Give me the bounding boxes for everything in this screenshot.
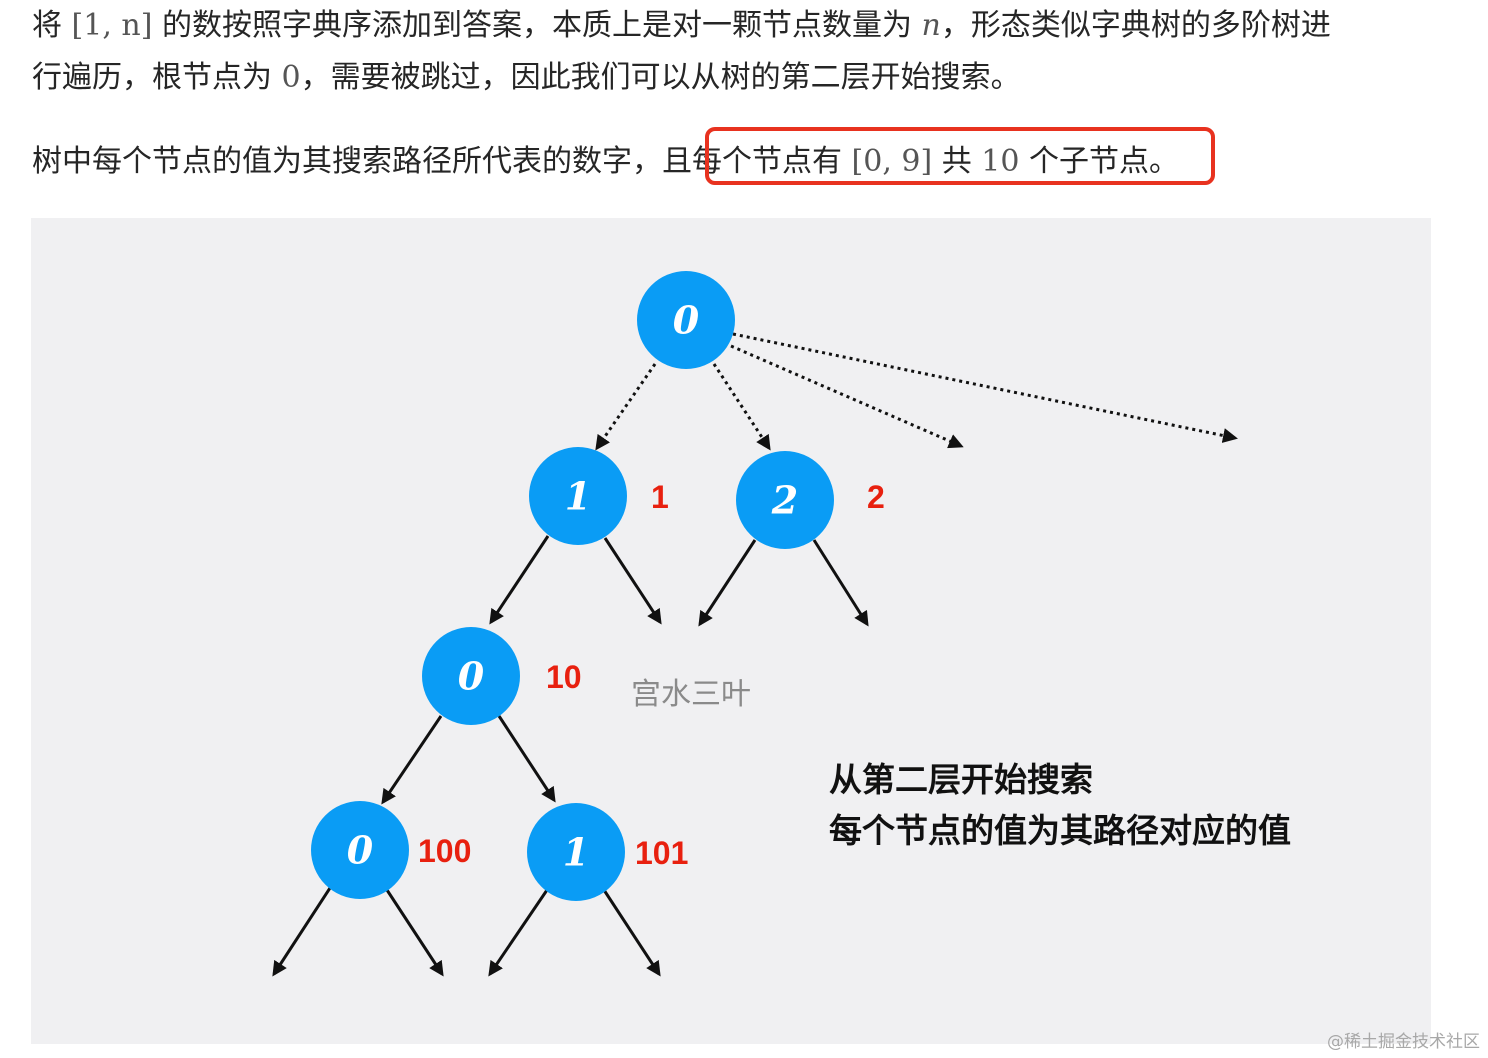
node-value-label-10: 10 bbox=[546, 659, 582, 695]
math-range: [1, n] bbox=[71, 8, 153, 43]
tree-description-paragraph: 树中每个节点的值为其搜索路径所代表的数字，且每个节点有 [0, 9] 共 10 … bbox=[32, 136, 1179, 188]
svg-text:1: 1 bbox=[565, 474, 591, 519]
tree-node-100: 0 bbox=[311, 801, 409, 899]
text-segment: 的数按照字典序添加到答案，本质上是对一颗节点数量为 bbox=[152, 8, 922, 43]
dotted-edge-root-1 bbox=[595, 363, 657, 451]
tree-node-101: 1 bbox=[527, 803, 625, 901]
note-line-2: 每个节点的值为其路径对应的值 bbox=[829, 811, 1291, 850]
edge-1-11 bbox=[603, 537, 662, 625]
edge-101-right bbox=[602, 889, 661, 977]
edge-10-100 bbox=[381, 715, 443, 805]
text-segment: 个子节点。 bbox=[1019, 144, 1180, 179]
edge-101-left bbox=[488, 889, 549, 977]
dotted-edge-root-more bbox=[732, 332, 1238, 443]
tree-node-2: 2 bbox=[736, 451, 834, 549]
tree-diagram: 0 1 1 2 2 0 10 0 100 1 101 宫水三叶 从第二层开始搜索… bbox=[272, 271, 1291, 977]
text-segment: 行遍历，根节点为 bbox=[32, 60, 282, 95]
node-value-label-100: 100 bbox=[418, 833, 471, 869]
text-segment: 共 bbox=[932, 144, 982, 179]
text-segment: 将 bbox=[32, 8, 72, 43]
text-segment: 且每个节点有 bbox=[662, 144, 852, 179]
edge-2-20 bbox=[698, 539, 757, 627]
node-value-label-1: 1 bbox=[651, 479, 669, 515]
tree-node-1: 1 bbox=[529, 447, 627, 545]
edge-2-21 bbox=[812, 539, 869, 627]
text-segment: ，需要被跳过，因此我们可以从树的第二层开始搜索。 bbox=[300, 60, 1021, 95]
node-value-label-2: 2 bbox=[867, 479, 885, 515]
svg-text:1: 1 bbox=[563, 830, 589, 875]
highlight-box bbox=[705, 127, 1215, 185]
math-ten: 10 bbox=[981, 144, 1020, 179]
node-value-label-101: 101 bbox=[635, 835, 688, 871]
edge-100-right bbox=[385, 889, 444, 977]
intro-paragraph: 将 [1, n] 的数按照字典序添加到答案，本质上是对一颗节点数量为 n，形态类… bbox=[32, 0, 1331, 104]
text-segment: 树中每个节点的值为其搜索路径所代表的数字， bbox=[32, 144, 662, 179]
svg-text:0: 0 bbox=[458, 654, 485, 699]
math-n: n bbox=[921, 8, 941, 43]
author-watermark: 宫水三叶 bbox=[631, 677, 751, 712]
svg-text:0: 0 bbox=[347, 828, 374, 873]
tree-node-root: 0 bbox=[637, 271, 735, 369]
tree-node-10: 0 bbox=[422, 627, 520, 725]
math-zero: 0 bbox=[281, 60, 301, 95]
edge-10-101 bbox=[497, 715, 556, 803]
tree-figure: 0 1 1 2 2 0 10 0 100 1 101 宫水三叶 从第二层开始搜索… bbox=[31, 218, 1431, 1044]
edge-1-10 bbox=[489, 535, 550, 625]
text-segment: ，形态类似字典树的多阶树进 bbox=[940, 8, 1331, 43]
dotted-edge-root-2 bbox=[712, 363, 771, 451]
dotted-edge-root-3 bbox=[730, 344, 964, 449]
svg-text:0: 0 bbox=[673, 298, 700, 343]
note-line-1: 从第二层开始搜索 bbox=[829, 760, 1093, 799]
site-watermark: @稀土掘金技术社区 bbox=[1327, 1032, 1480, 1052]
math-range: [0, 9] bbox=[851, 144, 933, 179]
svg-text:2: 2 bbox=[771, 478, 798, 523]
edge-100-left bbox=[272, 887, 332, 977]
